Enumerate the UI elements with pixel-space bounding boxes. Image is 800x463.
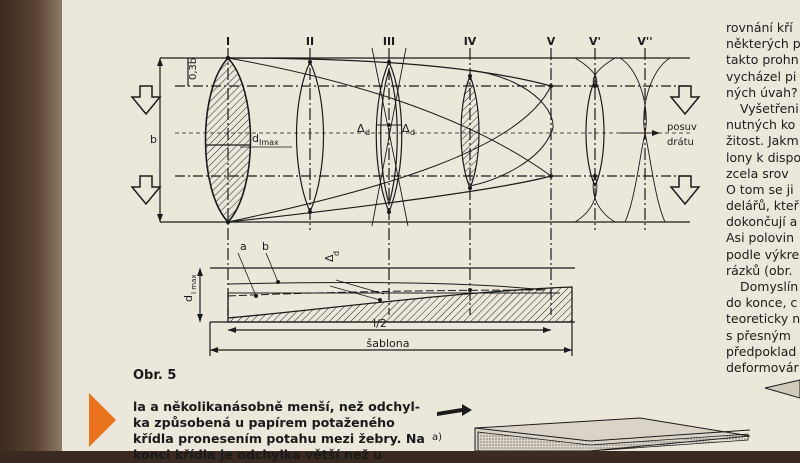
label-dmax-bottom: d: [182, 295, 195, 302]
label-b: b: [150, 133, 157, 146]
curve-b: [227, 281, 546, 291]
lens-V1: [585, 78, 605, 188]
page-shadow: [0, 0, 62, 451]
right-text-line: podle výkre: [726, 246, 800, 262]
upper-converging-curve: [227, 57, 552, 87]
bottom-text: la a několikanásobně menší, než odchyl-k…: [133, 399, 425, 463]
label-small-a: a): [432, 432, 442, 443]
right-text-line: teoreticky n: [726, 311, 800, 327]
bottom-text-line: ka způsobená u papírem potaženého: [133, 415, 395, 430]
right-text-line: Asi polovin: [726, 230, 795, 246]
magazine-page: [62, 0, 800, 451]
bottom-text-line: konci křídla je odchylka větší než u: [133, 447, 383, 462]
label-dratu: drátu: [667, 136, 694, 148]
lens-III-inner: [380, 67, 398, 207]
label-a: a: [240, 240, 247, 253]
numeral-I: I: [226, 35, 230, 48]
right-text-line: předpoklad: [726, 343, 797, 359]
right-text-line: rovnání kří: [726, 20, 793, 35]
right-text-line: deformovár: [726, 359, 799, 375]
right-text-line: rázků (obr.: [726, 262, 793, 278]
lens-IV: [460, 74, 480, 190]
arrow-down-left-bottom: [130, 175, 162, 206]
right-text-line: ných úvah?: [726, 84, 798, 100]
svg-text:d: d: [410, 128, 415, 137]
right-text-line: do konce, c: [726, 295, 798, 311]
arrow-down-right-bottom: [669, 175, 701, 206]
svg-text:d: d: [332, 251, 341, 256]
numeral-V2: V'': [637, 35, 652, 48]
corner-shape: [764, 379, 800, 399]
right-text-line: žitost. Jakm: [726, 133, 799, 149]
orange-arrow-icon: [89, 393, 116, 447]
arrow-down-right-top: [669, 85, 701, 116]
numeral-V: V: [547, 35, 556, 48]
svg-text:d: d: [365, 128, 370, 137]
right-text-line: některých p: [726, 36, 800, 52]
numeral-II: II: [306, 35, 314, 48]
right-text-line: zcela srov: [726, 165, 789, 181]
label-posuv: posuv: [667, 122, 697, 133]
numeral-IV: IV: [464, 35, 477, 48]
numeral-III: III: [383, 35, 395, 48]
diag-III-a: [371, 47, 409, 227]
right-text-line: vycházel pi: [726, 68, 797, 84]
label-delta-bottom: Δ: [323, 254, 336, 262]
small-figure-a: a): [432, 404, 751, 451]
bottom-text-line: la a několikanásobně menší, než odchyl-: [133, 399, 420, 414]
right-text-line: dokončují a: [726, 214, 798, 230]
right-text-line: takto prohn: [726, 52, 799, 68]
right-text-line: delářů, kteř: [726, 198, 799, 214]
right-text-line: O tom se ji: [726, 181, 794, 197]
arrow-down-left-top: [130, 85, 162, 116]
wrap-curve: [469, 69, 554, 187]
curve-a: [227, 289, 546, 297]
bottom-text-line: křídla pronesením potahu mezi žebry. Na: [133, 431, 425, 446]
label-dmax: d: [252, 132, 259, 145]
template-hatched: [227, 286, 573, 323]
label-03b: 0,3b: [188, 58, 199, 80]
lower-converging-curve: [227, 175, 552, 223]
label-b-curve: b: [262, 240, 269, 253]
label-dmax-sub: Imax: [259, 138, 279, 147]
right-text-line: Vyšetřeni: [740, 100, 799, 116]
svg-text:I max: I max: [190, 274, 198, 294]
right-text-line: lony k dispo: [726, 149, 800, 165]
label-sablona: šablona: [367, 337, 410, 350]
figure-5-drawing: I II III IV V V' V'' b 0,3b d Imax Δ d Δ…: [130, 35, 800, 451]
right-text-line: nutných ko: [726, 117, 796, 133]
diag-III-b: [371, 47, 407, 227]
upper-diagonal-curve: [227, 57, 552, 177]
label-half: l/2: [373, 317, 387, 330]
right-text-line: Domyslín: [740, 279, 799, 294]
label-delta-left: Δ: [357, 122, 365, 135]
figure-caption: Obr. 5: [133, 368, 177, 383]
right-text-line: s přesným: [726, 327, 791, 343]
lens-I: [204, 56, 252, 224]
lower-diagonal-curve: [227, 85, 552, 223]
numeral-V1: V': [589, 35, 601, 48]
label-delta-right: Δ: [402, 122, 410, 135]
